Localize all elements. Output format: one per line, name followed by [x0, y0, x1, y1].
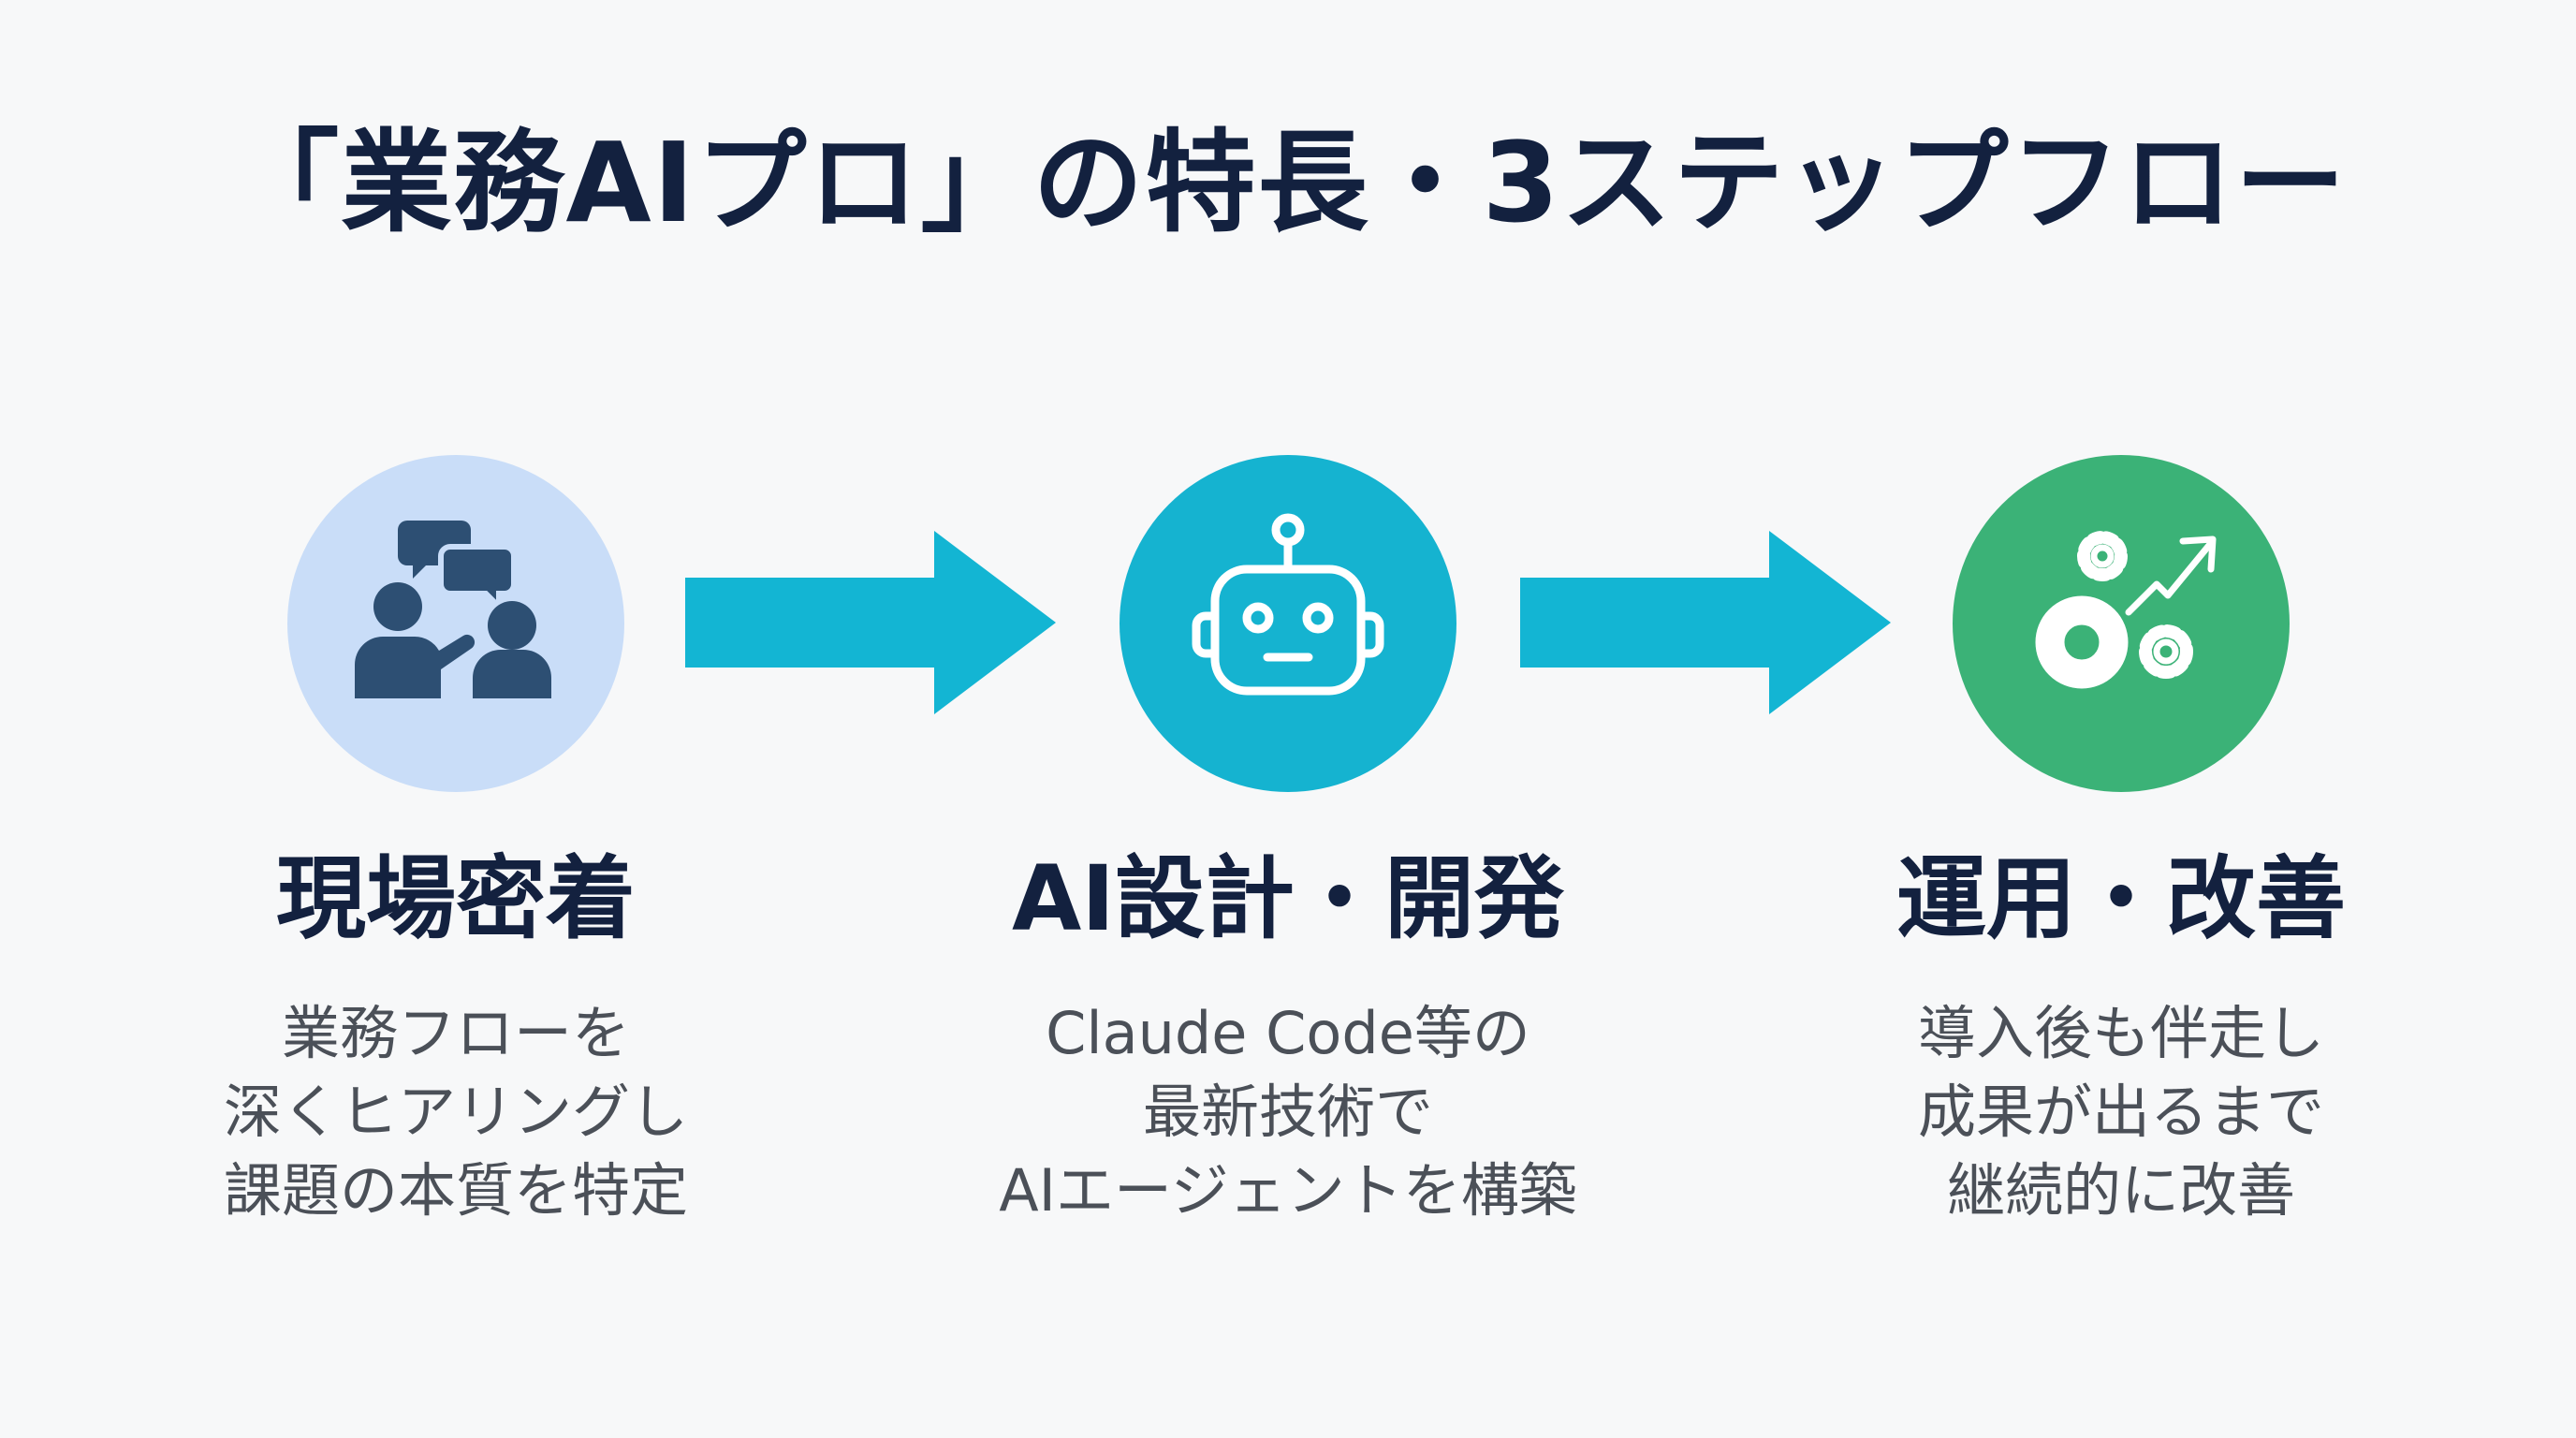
robot-icon	[1192, 513, 1384, 696]
step-1-icon-circle	[287, 455, 624, 792]
step-3-icon-circle	[1953, 455, 2290, 792]
page-title: 「業務AIプロ」の特長・3ステップフロー	[228, 118, 2348, 247]
arrow-right-icon	[685, 531, 1056, 714]
people-conversation-icon	[355, 521, 551, 698]
gears-growth-icon	[2035, 531, 2217, 689]
description-line: 課題の本質を特定	[223, 1156, 688, 1225]
description-line: 業務フローを	[281, 999, 630, 1067]
description-line: 導入後も伴走し	[1917, 999, 2324, 1067]
description-line: 成果が出るまで	[1917, 1078, 2324, 1146]
step-2-title: AI設計・開発	[1011, 846, 1564, 951]
step-2-description: Claude Code等の 最新技術で AIエージェントを構築	[932, 994, 1644, 1230]
description-line: 最新技術で	[1142, 1078, 1433, 1146]
description-line: Claude Code等の	[1046, 999, 1530, 1067]
arrow-right-icon	[1520, 531, 1891, 714]
step-3-description: 導入後も伴走し 成果が出るまで 継続的に改善	[1765, 994, 2477, 1230]
step-1-description: 業務フローを 深くヒアリングし 課題の本質を特定	[100, 994, 812, 1230]
step-3-title: 運用・改善	[1896, 846, 2346, 951]
step-2-icon-circle	[1120, 455, 1456, 792]
step-1-title: 現場密着	[276, 846, 636, 951]
description-line: 深くヒアリングし	[223, 1078, 688, 1146]
description-line: AIエージェントを構築	[999, 1156, 1577, 1225]
description-line: 継続的に改善	[1946, 1156, 2295, 1225]
